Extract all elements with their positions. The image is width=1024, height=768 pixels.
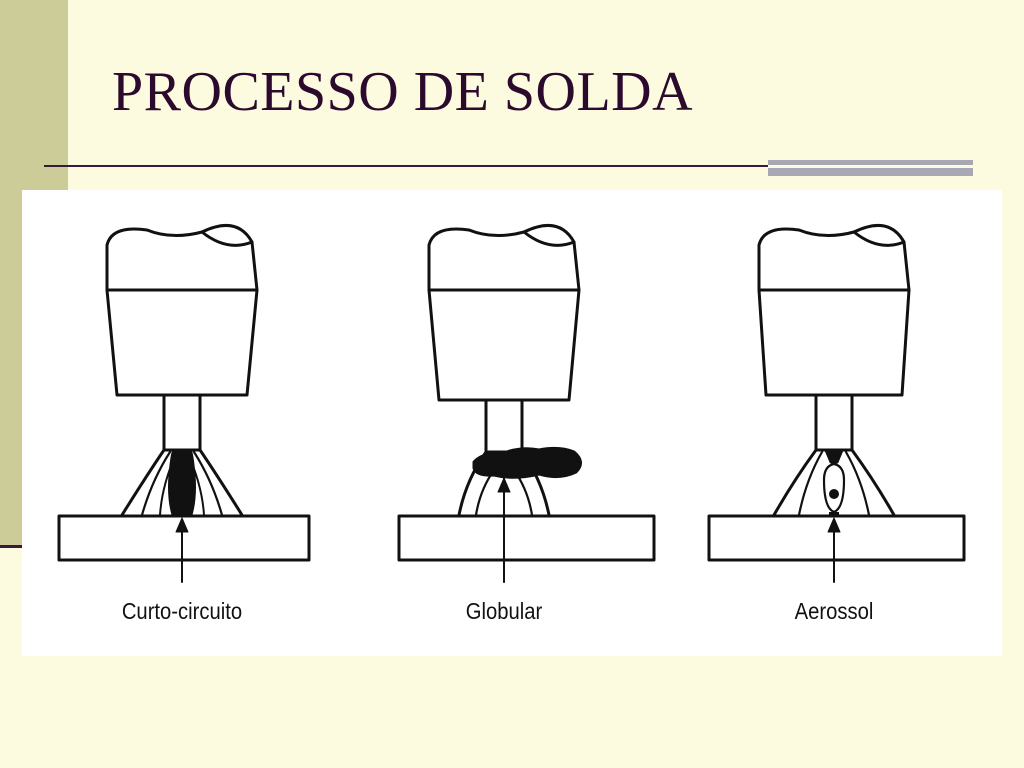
torch-spray xyxy=(707,223,966,583)
title-divider xyxy=(44,165,768,167)
caption-short-circuit: Curto-circuito xyxy=(121,598,243,624)
slide-title: PROCESSO DE SOLDA xyxy=(112,61,694,123)
torch-globular xyxy=(397,223,656,583)
caption-spray: Aerossol xyxy=(794,598,874,624)
side-bar-tick xyxy=(0,545,22,548)
welding-transfer-diagram: Curto-circuito Globular Aerossol xyxy=(22,190,1002,656)
title-divider-accent xyxy=(768,160,973,176)
caption-globular: Globular xyxy=(465,598,543,624)
torch-short-circuit xyxy=(57,223,311,583)
